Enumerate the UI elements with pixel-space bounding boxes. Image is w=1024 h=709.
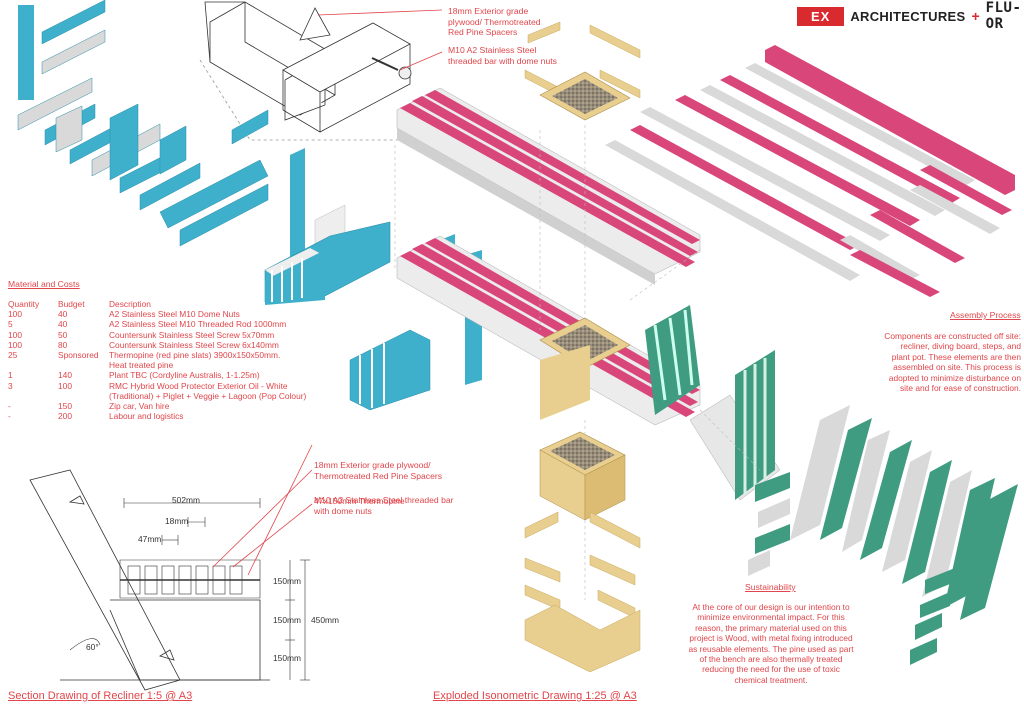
cell-description: Labour and logistics — [109, 411, 184, 422]
materials-header-row: Quantity Budget Description — [8, 299, 349, 309]
assembly-body: Components are constructed off site: rec… — [884, 331, 1021, 394]
materials-title: Material and Costs — [8, 279, 80, 289]
cell-quantity: 5 — [8, 319, 13, 330]
cell-quantity: 3 — [8, 380, 13, 391]
header-description: Description — [109, 299, 151, 309]
logo-plus: + — [971, 8, 980, 24]
cell-description: Heat treated pine — [109, 360, 174, 371]
cell-quantity: 100 — [8, 309, 22, 320]
steps-assembly-blue — [264, 148, 391, 305]
ex-logo-box: EX — [797, 6, 845, 26]
cell-budget: 100 — [58, 380, 72, 391]
dim-47: 47mm — [138, 534, 162, 544]
cell-quantity — [8, 391, 58, 401]
bench-assembly-center — [349, 234, 701, 426]
section-caption: Section Drawing of Recliner 1:5 @ A3 — [8, 690, 193, 702]
table-row: Heat treated pine — [8, 360, 349, 370]
cell-quantity: - — [8, 401, 11, 412]
cell-budget: 40 — [58, 309, 68, 320]
cell-description: Zip car, Van hire — [109, 401, 170, 412]
dim-150-mid: 150mm — [273, 615, 301, 625]
cell-budget: 140 — [58, 370, 72, 381]
header-quantity: Quantity — [8, 299, 40, 309]
sustainability-title: Sustainability — [745, 582, 796, 592]
exploded-steps-blue — [17, 0, 269, 247]
cell-budget: 200 — [58, 411, 72, 422]
dim-502: 502mm — [172, 495, 200, 505]
cell-quantity: 25 — [8, 350, 18, 361]
table-row: 100 40 A2 Stainless Steel M10 Dome Nuts — [8, 309, 349, 319]
callout-threaded-bar-top: M10 A2 Stainless Steel threaded bar with… — [448, 45, 557, 66]
connection-detail-drawing — [199, 1, 412, 141]
cell-budget: 50 — [58, 329, 68, 340]
cell-budget: Sponsored — [58, 350, 99, 361]
cell-budget — [58, 391, 109, 401]
table-row: 5 40 A2 Stainless Steel M10 Threaded Rod 1… — [8, 319, 349, 329]
cell-description: Plant TBC (Cordyline Australis, 1-1.25m) — [109, 370, 260, 381]
header-budget: Budget — [58, 299, 85, 309]
exploded-bench-top — [396, 87, 701, 285]
table-row: 100 80 Countersunk Stainless Steel Screw 6… — [8, 340, 349, 350]
callout-plywood-top: 18mm Exterior grade plywood/ Thermotreat… — [448, 6, 541, 38]
cell-description: A2 Stainless Steel M10 Threaded Rod 1000… — [109, 319, 287, 330]
exploded-caption: Exploded Isonometric Drawing 1:25 @ A3 — [433, 690, 637, 702]
cell-description: A2 Stainless Steel M10 Dome Nuts — [109, 309, 240, 320]
table-row: 3 100 RMC Hybrid Wood Protector Exterior O… — [8, 381, 349, 391]
assembly-title: Assembly Process — [950, 310, 1021, 320]
cell-description: (Traditional) + Piglet + Veggie + Lagoon… — [109, 390, 307, 401]
table-row: - 150 Zip car, Van hire — [8, 401, 349, 411]
cell-quantity: 1 — [8, 370, 13, 381]
section-drawing — [29, 469, 270, 691]
cell-description: Countersunk Stainless Steel Screw 6x140m… — [109, 339, 279, 350]
cell-quantity — [8, 360, 58, 370]
cell-description: Thermopine (red pine slats) 3900x150x50m… — [109, 350, 281, 361]
table-row: (Traditional) + Piglet + Veggie + Lagoon… — [8, 391, 349, 401]
table-row: 1 140 Plant TBC (Cordyline Australis, 1-1.… — [8, 370, 349, 380]
recliner-assembly-green — [689, 350, 781, 501]
section-callout-bar: M10 A2 Stainless Steel threaded bar with… — [314, 495, 454, 516]
brand-logo: EX ARCHITECTURES + FLU-OR — [797, 0, 1024, 32]
planter-top — [524, 21, 641, 121]
cell-description: Countersunk Stainless Steel Screw 5x70mm — [109, 329, 275, 340]
architectures-wordmark: ARCHITECTURES — [850, 8, 966, 24]
table-row: - 200 Labour and logistics — [8, 411, 349, 421]
angle-60: 60° — [86, 642, 99, 652]
cell-budget: 40 — [58, 319, 68, 330]
cell-quantity: - — [8, 411, 11, 422]
cell-description: RMC Hybrid Wood Protector Exterior Oil -… — [109, 380, 288, 391]
dim-150-top: 150mm — [273, 576, 301, 586]
cell-budget — [58, 360, 109, 370]
sustainability-body: At the core of our design is our intenti… — [688, 602, 854, 685]
planter-box-exploded — [524, 431, 641, 673]
dim-18: 18mm — [165, 516, 189, 526]
cell-budget: 150 — [58, 401, 72, 412]
cell-budget: 80 — [58, 339, 68, 350]
table-row: 25 Sponsored Thermopine (red pine slats) 3… — [8, 350, 349, 360]
dim-150-bottom: 150mm — [273, 653, 301, 663]
cell-quantity: 100 — [8, 339, 22, 350]
fluor-wordmark: FLU-OR — [985, 0, 1022, 32]
table-row: 100 50 Countersunk Stainless Steel Screw 5… — [8, 330, 349, 340]
exploded-slats-right — [605, 45, 1015, 297]
exploded-recliner-slats — [748, 405, 1018, 665]
section-callout-thermopine: 47x150mm Thermopine — [314, 496, 405, 506]
materials-table: Quantity Budget Description 100 40 A2 Stai… — [8, 299, 349, 421]
section-callout-plywood: 18mm Exterior grade plywood/ Thermotreat… — [314, 460, 443, 481]
cell-quantity: 100 — [8, 329, 22, 340]
dim-450: 450mm — [311, 615, 339, 625]
